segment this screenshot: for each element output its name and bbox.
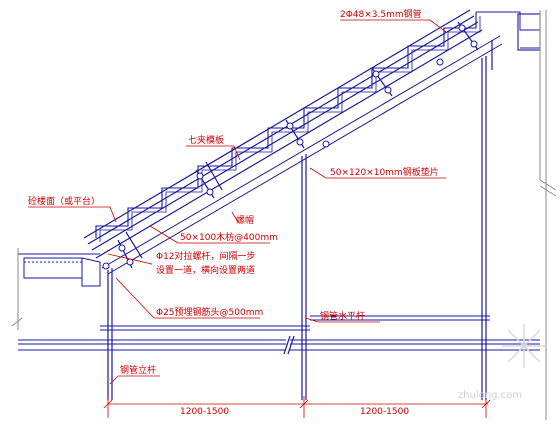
label-floor-surface: 砼楼面（或平台） bbox=[28, 195, 100, 207]
floor-slab bbox=[11, 248, 101, 330]
annotations: 2Φ48×3.5mm钢管 七夹模板 50×120×10mm钢板垫片 砼楼面（或平… bbox=[28, 8, 522, 417]
leader-lines bbox=[28, 19, 447, 385]
label-embedded-rebar: Φ25预埋钢筋头@500mm bbox=[156, 306, 263, 318]
dimension-left: 1200-1500 bbox=[180, 407, 229, 417]
dimension-right: 1200-1500 bbox=[360, 407, 409, 417]
label-plywood: 七夹模板 bbox=[188, 134, 224, 146]
bolt-nuts bbox=[102, 24, 478, 270]
watermark: zhulong.com bbox=[458, 390, 522, 401]
label-timber-purlin: 50×100木枋@400mm bbox=[180, 231, 278, 243]
tie-bolts bbox=[117, 21, 479, 269]
right-wall bbox=[539, 10, 557, 420]
label-steel-pad: 50×120×10mm钢板垫片 bbox=[330, 166, 439, 178]
horizontal-tubes bbox=[18, 315, 540, 355]
watermark-emblem bbox=[502, 324, 546, 368]
vertical-tubes bbox=[107, 40, 493, 400]
label-tie-bolt-line1: Φ12对拉螺杆，间隔一步 bbox=[156, 250, 256, 262]
label-steel-tube: 2Φ48×3.5mm钢管 bbox=[340, 8, 422, 20]
label-vertical-tube: 钢管立杆 bbox=[120, 364, 156, 376]
label-tie-bolt-line2: 设置一道，横向设置两道 bbox=[156, 264, 255, 276]
dimension-line bbox=[103, 396, 491, 418]
label-horizontal-tube: 钢管水平杆 bbox=[320, 310, 365, 322]
label-nut: 螺帽 bbox=[236, 214, 254, 226]
